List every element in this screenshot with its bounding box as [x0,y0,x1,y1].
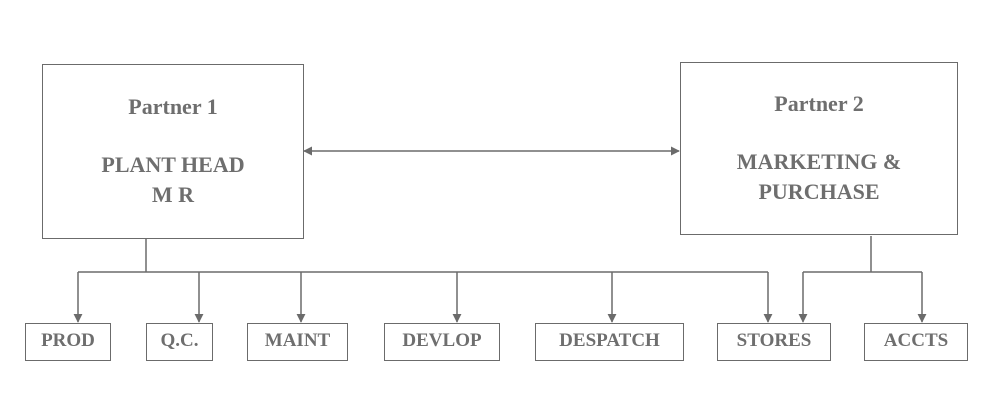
dept-prod-label: PROD [41,330,95,351]
partner-1-role: PLANT HEAD M R [101,151,245,207]
partner-2-role: MARKETING & PURCHASE [736,148,902,204]
dept-devlop: DEVLOP [384,323,500,361]
partner-1-box: Partner 1 PLANT HEAD M R [42,64,304,239]
partner-1-title: Partner 1 [128,93,218,119]
dept-accts: ACCTS [864,323,968,361]
dept-despatch: DESPATCH [535,323,684,361]
partner-2-title: Partner 2 [774,90,864,116]
dept-accts-label: ACCTS [883,330,949,351]
dept-qc: Q.C. [146,323,213,361]
dept-stores-label: STORES [736,330,812,351]
dept-qc-label: Q.C. [160,330,199,351]
dept-prod: PROD [25,323,111,361]
dept-devlop-label: DEVLOP [402,330,482,351]
dept-maint: MAINT [247,323,348,361]
dept-maint-label: MAINT [264,330,331,351]
partner-2-box: Partner 2 MARKETING & PURCHASE [680,62,958,235]
dept-stores: STORES [717,323,831,361]
dept-despatch-label: DESPATCH [559,330,660,351]
